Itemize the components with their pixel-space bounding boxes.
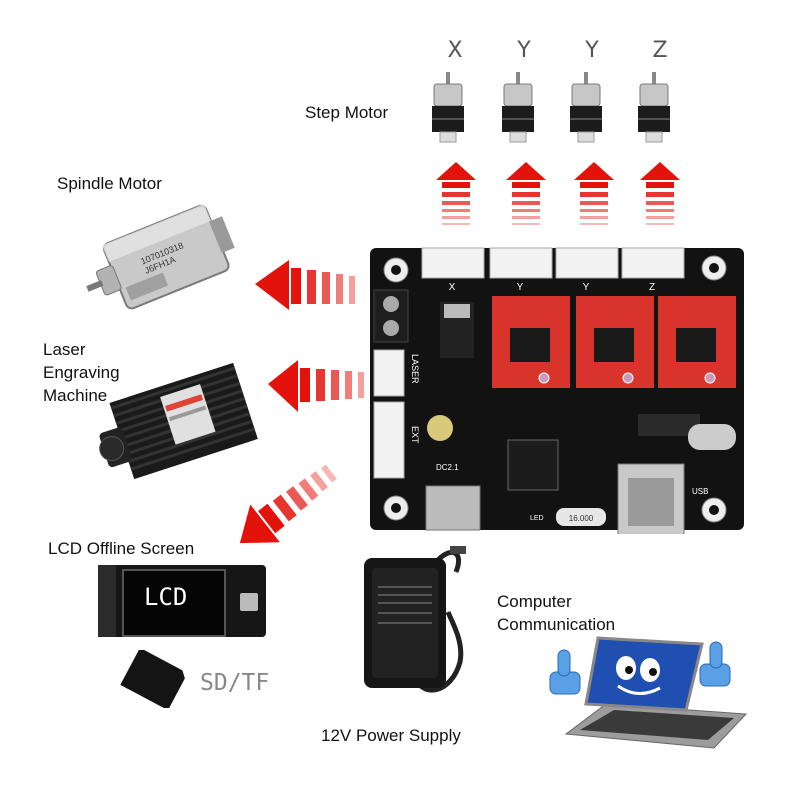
board-crystal-label: 16.000 bbox=[569, 514, 594, 523]
board-port-label-x: X bbox=[449, 282, 456, 293]
up-arrow-y2 bbox=[574, 162, 614, 225]
board-usb-label: USB bbox=[692, 487, 708, 496]
right-thumb-icon bbox=[700, 642, 730, 686]
laptop-mascot-image bbox=[546, 634, 756, 750]
laser-label-line1: Laser bbox=[43, 340, 86, 360]
computer-label-line1: Computer bbox=[497, 592, 572, 612]
step-motor-x bbox=[432, 72, 464, 142]
board-laser-label: LASER bbox=[410, 354, 420, 384]
board-port-label-y1: Y bbox=[517, 282, 524, 293]
controller-board: X Y Y Z LASER EXT USB DC2.1 16.000 LED bbox=[370, 244, 748, 534]
power-supply-image bbox=[352, 542, 482, 712]
up-arrow-x bbox=[436, 162, 476, 225]
board-ext-label: EXT bbox=[410, 426, 420, 444]
step-motor-y1 bbox=[502, 72, 534, 142]
stepper-driver-2 bbox=[576, 296, 654, 388]
step-motor-z bbox=[638, 72, 670, 142]
up-arrows-group bbox=[430, 162, 690, 242]
spindle-motor-image: 107010318 J6FH1A bbox=[82, 198, 262, 318]
left-thumb-icon bbox=[550, 650, 580, 694]
step-motor-y2 bbox=[570, 72, 602, 142]
lcd-screen-label: LCD Offline Screen bbox=[48, 539, 194, 559]
motor-axis-label-y1: Y bbox=[504, 38, 544, 63]
arrow-to-spindle bbox=[255, 260, 370, 330]
arrow-to-laser bbox=[268, 352, 373, 422]
motor-axis-label-x: X bbox=[435, 38, 475, 63]
sd-card-icon bbox=[115, 650, 193, 708]
board-led-label: LED bbox=[530, 515, 544, 522]
lcd-button bbox=[240, 593, 258, 611]
lcd-text: LCD bbox=[144, 583, 187, 611]
motor-axis-label-z: Z bbox=[640, 38, 680, 63]
step-motor-label: Step Motor bbox=[305, 103, 388, 123]
board-dc-label: DC2.1 bbox=[436, 463, 459, 472]
sd-tf-label: SD/TF bbox=[200, 670, 269, 696]
computer-label-line2: Communication bbox=[497, 615, 615, 635]
spindle-motor-label: Spindle Motor bbox=[57, 174, 162, 194]
lcd-pcb-edge bbox=[98, 565, 116, 637]
power-supply-label: 12V Power Supply bbox=[321, 726, 461, 746]
step-motors-group bbox=[420, 70, 700, 150]
lcd-module: LCD bbox=[98, 565, 266, 637]
up-arrow-z bbox=[640, 162, 680, 225]
stepper-driver-1 bbox=[492, 296, 570, 388]
board-port-label-y2: Y bbox=[583, 282, 590, 293]
motor-axis-label-y2: Y bbox=[572, 38, 612, 63]
up-arrow-y1 bbox=[506, 162, 546, 225]
arrow-to-lcd bbox=[225, 440, 365, 560]
board-port-label-z: Z bbox=[649, 282, 655, 293]
stepper-driver-3 bbox=[658, 296, 736, 388]
